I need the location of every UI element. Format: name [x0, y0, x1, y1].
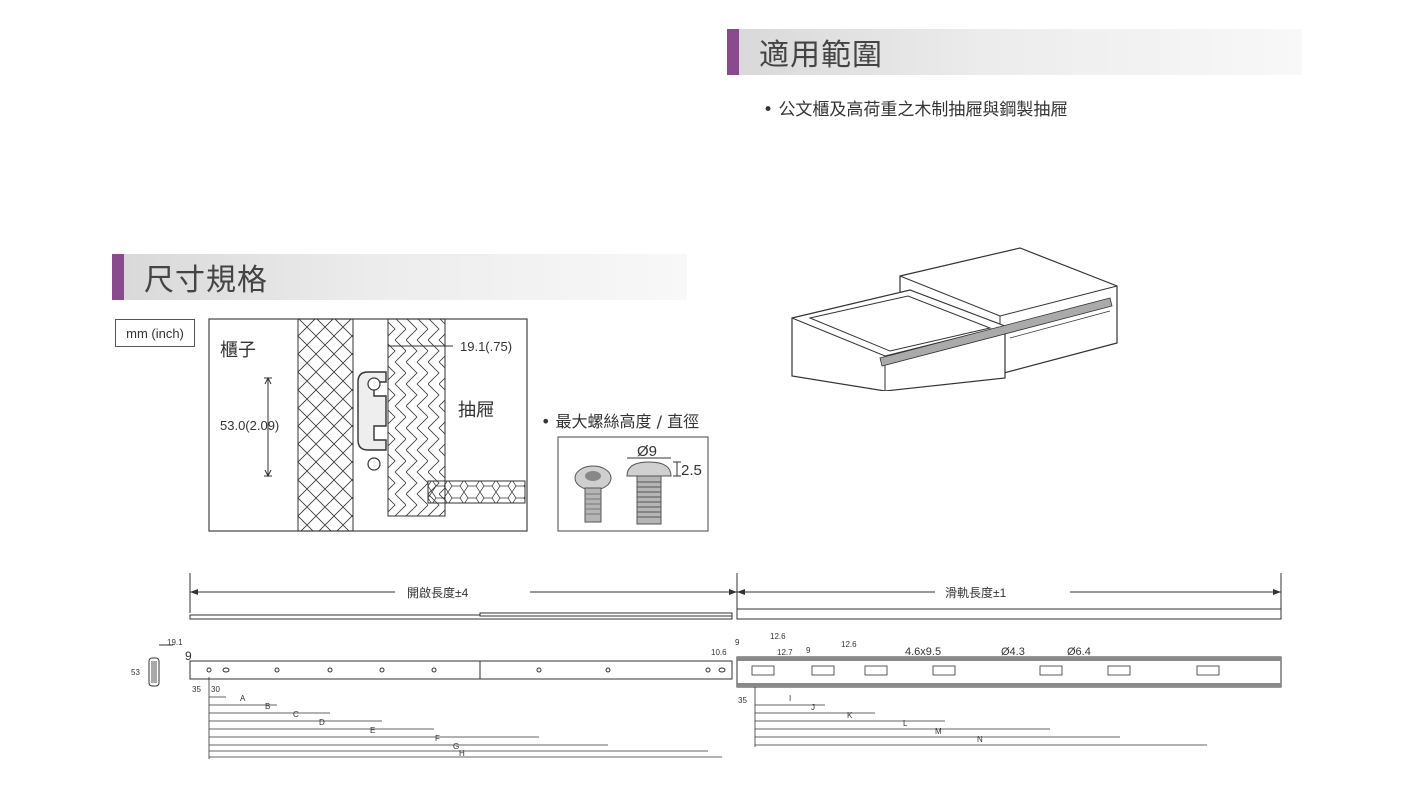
hole-large-label: Ø6.4	[1067, 646, 1091, 658]
width-dimension: 19.1(.75)	[460, 339, 512, 354]
left-dim-30: 30	[211, 685, 220, 694]
side-height-dim: 53	[131, 668, 140, 677]
slide-profile	[357, 371, 387, 451]
right-dim-12-6-b: 12.6	[841, 640, 857, 649]
drawer-label: 抽屜	[458, 400, 494, 420]
screw-height: 2.5	[681, 462, 702, 479]
dim-letter-n: N	[977, 735, 983, 744]
dim-letter-j: J	[811, 703, 815, 712]
right-dim-35: 35	[738, 696, 747, 705]
dim-letter-b: B	[265, 702, 270, 711]
bullet-dot: •	[763, 100, 779, 120]
header-accent-bar	[112, 254, 124, 300]
dim-letter-d: D	[319, 718, 325, 727]
screw-diagram: Ø9 2.5	[557, 436, 709, 532]
open-length-label: 開啟長度±4	[407, 585, 469, 600]
drawer-illustration	[791, 247, 1118, 391]
dim-letter-h: H	[459, 749, 465, 758]
side-width-dim: 19.1	[167, 638, 183, 647]
application-title: 適用範圍	[759, 38, 883, 73]
dim-letter-l: L	[903, 719, 908, 728]
drawer-panel	[387, 318, 446, 517]
unit-label: mm (inch)	[115, 319, 195, 347]
screw-caption: • 最大螺絲高度 / 直徑	[541, 408, 699, 432]
dim-letter-g: G	[453, 742, 459, 751]
left-dim-35: 35	[192, 685, 201, 694]
application-item: 公文櫃及高荷重之木制抽屜與鋼製抽屜	[778, 100, 1068, 120]
height-dimension: 53.0(2.09)	[220, 418, 279, 433]
left-dim-9: 9	[185, 649, 192, 663]
dim-letter-k: K	[847, 711, 853, 720]
dim-letter-m: M	[935, 727, 942, 736]
screw-diameter: Ø9	[637, 443, 657, 460]
right-dim-9-b: 9	[806, 646, 811, 655]
screw-caption-text: 最大螺絲高度 / 直徑	[555, 412, 700, 431]
dim-letter-e: E	[370, 726, 375, 735]
header-accent-bar	[727, 29, 739, 75]
application-list: • 公文櫃及高荷重之木制抽屜與鋼製抽屜	[763, 95, 1067, 120]
dim-letter-c: C	[293, 710, 299, 719]
drawer-bottom	[427, 480, 526, 504]
right-dim-9: 9	[735, 638, 740, 647]
bullet-dot: •	[541, 412, 556, 431]
dim-letter-i: I	[789, 694, 791, 703]
cross-section-diagram: 櫃子 抽屜 19.1(.75) 53.0(2.09)	[208, 318, 528, 532]
slide-drawing: 開啟長度±4 滑軌長度±1 19.1 53 9 35 30 A B C D E …	[131, 573, 1282, 759]
dim-letter-a: A	[240, 694, 246, 703]
right-dim-12-6: 12.6	[770, 632, 786, 641]
hole-small-label: Ø4.3	[1001, 646, 1025, 658]
slot-size-label: 4.6x9.5	[905, 646, 941, 658]
slide-length-label: 滑軌長度±1	[945, 585, 1007, 600]
right-dim-12-7: 12.7	[777, 648, 793, 657]
application-header: 適用範圍	[727, 29, 1302, 75]
dimensions-header: 尺寸規格	[112, 254, 687, 300]
cabinet-panel	[297, 318, 354, 532]
right-dim-10-6: 10.6	[711, 648, 727, 657]
dimensions-title: 尺寸規格	[144, 263, 268, 298]
cabinet-label: 櫃子	[220, 340, 256, 360]
dim-letter-f: F	[435, 734, 440, 743]
